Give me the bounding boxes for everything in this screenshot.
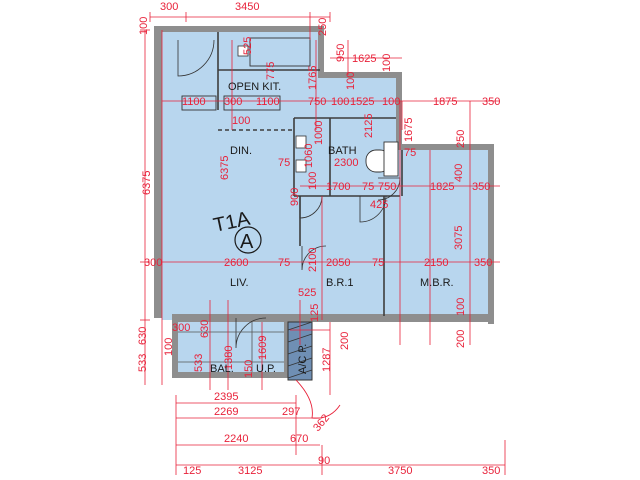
dim-label: 2150 [424,257,448,269]
dim-label: 300 [160,1,178,13]
dim-label: 200 [455,330,467,348]
room-utility-platform: U.P. [256,363,276,375]
dim-label: 100 [163,338,175,356]
dim-label: 1100 [182,96,206,108]
dim-label: 100 [381,54,393,72]
room-living: LIV. [230,277,249,289]
dim-label: 75 [372,257,384,269]
dim-label: 75 [404,147,416,159]
dim-label: 350 [482,96,500,108]
room-ac-platform: A/C P. [297,344,309,374]
dim-label: 100 [345,72,357,90]
dim-label: 3450 [235,1,259,13]
dim-label: 300 [172,322,190,334]
dim-label: 3750 [388,465,412,477]
dim-label: 1675 [403,118,415,142]
dim-label: 297 [282,406,300,418]
dim-label: 300 [224,96,242,108]
dim-label: 2125 [363,114,375,138]
room-bedroom-1: B.R.1 [326,277,354,289]
dimension-lines [140,12,506,475]
dim-label: 2300 [334,157,358,169]
dim-label: 425 [370,199,388,211]
dim-label: 670 [290,433,308,445]
dim-label: 2269 [214,406,238,418]
dim-label: 1825 [430,181,454,193]
dim-label: 2600 [224,257,248,269]
dim-label: 1000 [313,121,325,145]
dim-label: 100 [455,298,467,316]
unit-letter: A [240,231,254,253]
dim-label: 1380 [223,346,235,370]
dim-label: 630 [137,327,149,345]
dim-label: 6375 [219,156,231,180]
columns [237,45,307,173]
room-balcony: BAL. [210,363,234,375]
dimension-labels: 300 3450 100 250 525 775 1765 950 1625 1… [137,1,500,477]
dim-label: 1525 [350,96,374,108]
dim-label: 1875 [433,96,457,108]
dim-label: 100 [331,96,349,108]
floor-area [162,30,490,376]
dim-label: 750 [378,181,396,193]
dim-label: 1625 [352,53,376,65]
ac-platform [287,321,313,381]
dim-label: 6375 [141,171,153,195]
dim-label: 2240 [224,433,248,445]
dim-label: 300 [144,257,162,269]
room-labels: OPEN KIT. DIN. BATH LIV. B.R.1 M.B.R. BA… [210,81,454,375]
dim-label: 1765 [307,66,319,90]
dim-label: 950 [335,44,347,62]
dim-label: 350 [472,181,490,193]
dim-label: 100 [138,17,150,35]
dim-label: 3125 [238,465,262,477]
room-dining: DIN. [230,145,252,157]
dim-label: 2100 [307,248,319,272]
dim-label: 1609 [257,336,269,360]
room-bath: BATH [328,145,357,157]
kitchen-fixtures [181,37,311,111]
dim-label: 400 [453,164,465,182]
dim-label: 1700 [326,181,350,193]
dim-label: 525 [298,287,316,299]
bath-fixtures [365,141,399,177]
dim-label: 750 [308,96,326,108]
room-open-kitchen: OPEN KIT. [228,81,281,93]
door-swings [177,39,401,349]
dim-label: 350 [482,465,500,477]
dim-label: 533 [137,354,149,372]
dim-label: 2050 [326,257,350,269]
dim-label: 3075 [453,226,465,250]
dim-label: 75 [278,157,290,169]
exterior-walls [154,26,494,378]
dim-label: 75 [278,257,290,269]
dim-label: 250 [455,130,467,148]
dim-label: 150 [243,360,255,378]
dim-label: 1100 [256,96,280,108]
dim-label: 350 [474,257,492,269]
room-master-bedroom: M.B.R. [420,277,454,289]
dim-label: 533 [193,354,205,372]
dim-label: 75 [362,181,374,193]
dim-label: 100 [382,96,400,108]
dim-label: 100 [232,115,250,127]
dim-label: 1060 [303,144,315,168]
dim-label: 900 [289,188,301,206]
dim-label: 125 [183,465,201,477]
dim-label: 1287 [321,348,333,372]
dim-label: 250 [317,18,329,36]
dim-label: 100 [307,172,319,190]
interior-walls [217,32,403,316]
balcony-rail [178,322,284,372]
dim-label: 630 [199,320,211,338]
dim-label: 2395 [214,391,238,403]
dim-label: 775 [265,62,277,80]
dim-label: 90 [318,455,330,467]
bay-curve [295,379,341,419]
dim-label: 125 [309,304,321,322]
dim-label: 525 [242,37,254,55]
dim-label: 200 [339,332,351,350]
